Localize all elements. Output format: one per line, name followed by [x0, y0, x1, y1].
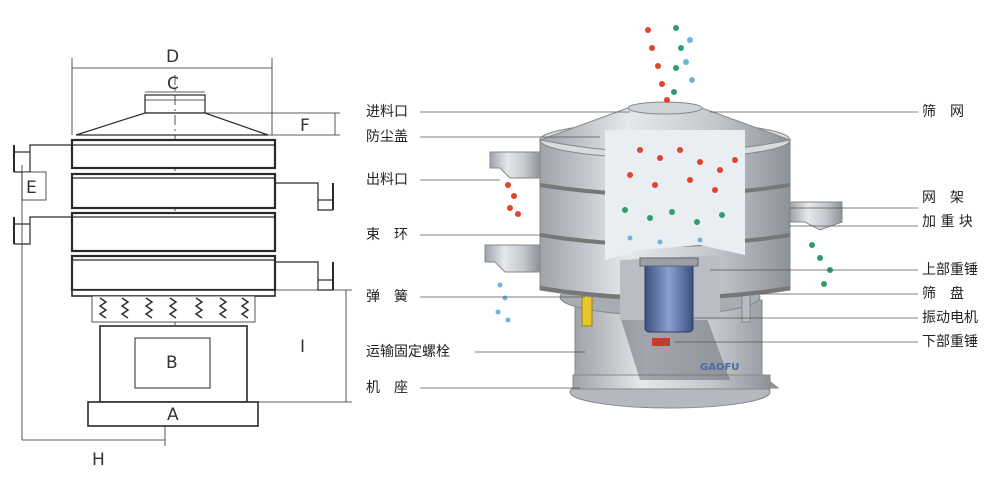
svg-text:I: I: [300, 337, 305, 357]
svg-text:A: A: [167, 405, 179, 425]
svg-text:E: E: [26, 178, 37, 198]
label-transport-bolt: 运输固定螺栓: [366, 344, 450, 360]
svg-text:B: B: [166, 353, 178, 373]
label-upper-weight: 上部重锤: [922, 262, 978, 278]
label-base: 机 座: [366, 380, 408, 396]
svg-text:H: H: [92, 450, 105, 470]
label-dust-cover: 防尘盖: [366, 129, 408, 145]
label-outlet: 出料口: [366, 172, 408, 188]
svg-text:F: F: [300, 116, 310, 136]
svg-text:D: D: [166, 47, 179, 67]
svg-text:C: C: [167, 74, 179, 94]
label-inlet: 进料口: [366, 104, 408, 120]
label-lower-weight: 下部重锤: [922, 334, 978, 350]
brand-logo: GAOFU: [700, 362, 739, 373]
label-screen-mesh: 筛 网: [922, 104, 964, 120]
label-spring: 弹 簧: [366, 289, 408, 305]
label-weight-block: 加 重 块: [922, 214, 973, 230]
label-screen-tray: 筛 盘: [922, 286, 964, 302]
label-vibration-motor: 振动电机: [922, 310, 978, 326]
label-clamp-ring: 束 环: [366, 227, 408, 243]
label-mesh-frame: 网 架: [922, 190, 964, 206]
